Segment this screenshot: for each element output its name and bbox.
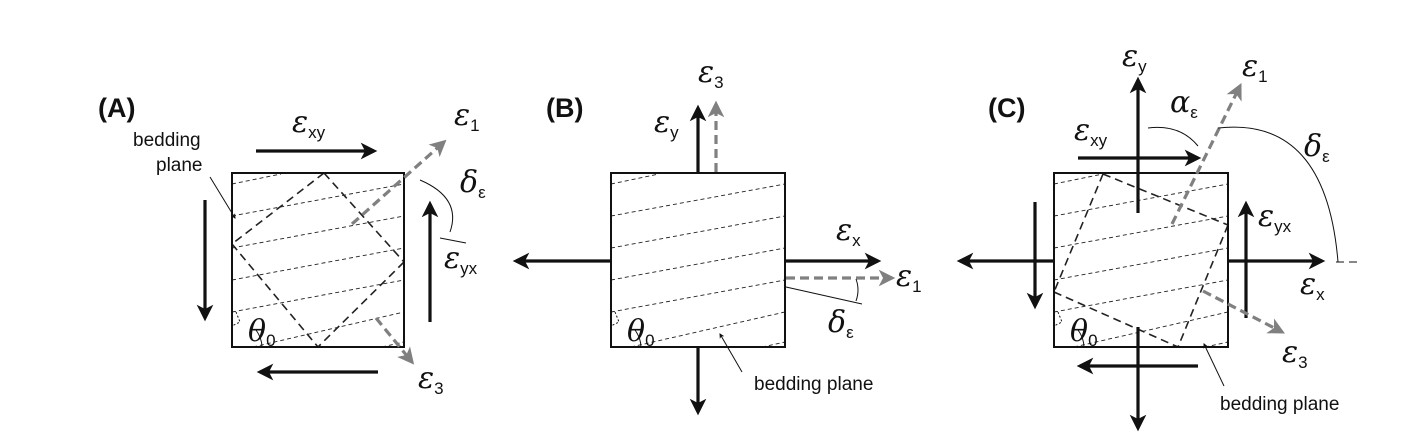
panel-c-rotated-element xyxy=(1053,173,1229,348)
panel-c-e1-arrow[interactable] xyxy=(1170,83,1242,225)
panel-c-bedding-lines xyxy=(1053,173,1229,348)
panel-b-delta-label: δε xyxy=(828,305,854,342)
panel-b-label: (B) xyxy=(546,93,583,123)
panel-c-bedding-note: bedding plane xyxy=(1220,394,1339,415)
panel-b: (B) θ0 εy ε3 εx xyxy=(512,55,922,416)
panel-b-theta-arc xyxy=(634,329,642,348)
panel-b-reference-line xyxy=(785,286,863,305)
panel-a-bedding-lines xyxy=(231,173,405,348)
panel-a-e3-label: ε3 xyxy=(418,361,444,398)
panel-c-e3-label: ε3 xyxy=(1282,335,1308,372)
panel-c-bedding-pointer xyxy=(1203,343,1225,387)
panel-b-ey-label: εy xyxy=(654,105,679,142)
panel-a: (A) bedding plane θ0 εxy ε xyxy=(98,93,486,398)
panel-c-right-angle xyxy=(1053,311,1063,327)
panel-c-ey-label: εy xyxy=(1122,39,1147,76)
panel-c-alpha-arc xyxy=(1147,126,1199,147)
panel-a-e1-arrow[interactable] xyxy=(350,139,447,226)
panel-c-eyx-label: εyx xyxy=(1258,199,1292,236)
panel-a-bedding-pointer xyxy=(209,176,236,219)
panel-c-e3-arrow[interactable] xyxy=(1202,289,1285,334)
panel-a-rotated-element xyxy=(231,172,405,348)
panel-c-alpha-label: αε xyxy=(1170,85,1198,122)
panel-c-ex-label: εx xyxy=(1300,267,1325,304)
panel-c-e1-label: ε1 xyxy=(1242,49,1268,86)
panel-a-bedding-note-line2: plane xyxy=(156,155,203,176)
panel-c: (C) θ0 εy xyxy=(956,39,1362,432)
panel-c-exy-label: εxy xyxy=(1074,113,1108,150)
panel-b-bedding-lines xyxy=(610,173,786,348)
panel-c-label: (C) xyxy=(988,93,1025,123)
panel-b-theta: θ0 xyxy=(627,314,655,350)
panel-c-theta-arc xyxy=(1077,329,1085,348)
panel-b-bedding-pointer xyxy=(719,333,743,373)
panel-b-right-angle xyxy=(610,311,620,327)
panel-b-delta-arc xyxy=(855,278,859,302)
panel-a-exy-label: εxy xyxy=(292,105,326,142)
panel-a-e1-label: ε1 xyxy=(454,98,480,135)
panel-b-ex-label: εx xyxy=(836,213,861,250)
panel-a-delta-label: δε xyxy=(460,165,486,202)
panel-a-bedding-note-line1: bedding xyxy=(133,130,201,151)
panel-a-eyx-label: εyx xyxy=(444,241,478,278)
panel-b-e3-label: ε3 xyxy=(698,55,724,92)
panel-b-bedding-note: bedding plane xyxy=(754,374,873,395)
panel-b-e1-label: ε1 xyxy=(896,259,922,296)
panel-c-theta: θ0 xyxy=(1070,314,1098,350)
panel-a-delta-arc xyxy=(419,179,454,233)
panel-a-e3-arrow[interactable] xyxy=(374,316,415,365)
panel-a-theta: θ0 xyxy=(248,314,276,350)
panel-c-delta-label: δε xyxy=(1304,129,1330,166)
panel-a-label: (A) xyxy=(98,93,135,123)
panel-a-theta-arc xyxy=(255,329,263,348)
panel-c-delta-arc xyxy=(1217,126,1339,263)
panel-a-reference-tick xyxy=(439,237,467,244)
panel-a-right-angle xyxy=(231,311,241,327)
panel-a-square xyxy=(231,172,405,348)
